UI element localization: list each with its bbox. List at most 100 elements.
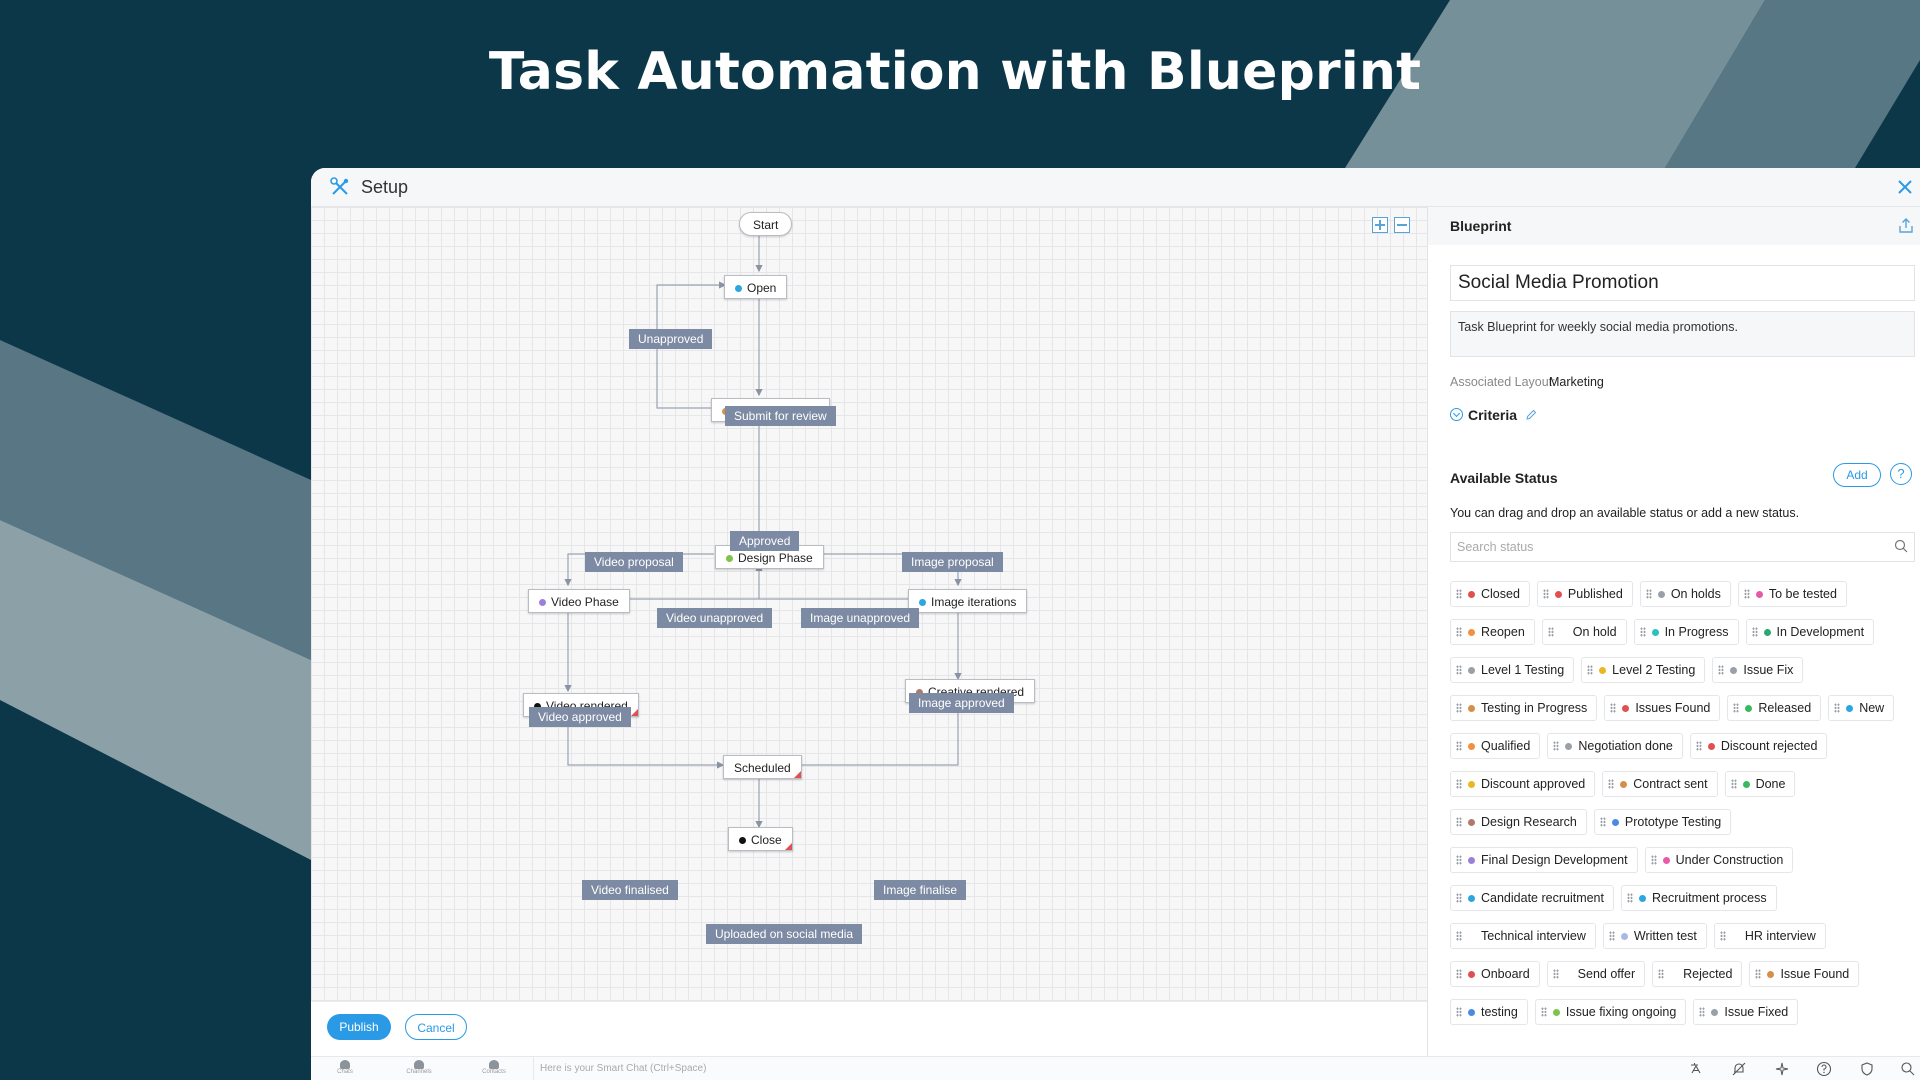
drag-handle-icon[interactable]: [1542, 589, 1549, 599]
publish-button[interactable]: Publish: [327, 1014, 391, 1040]
help-icon[interactable]: ?: [1890, 463, 1912, 485]
shield-icon[interactable]: [1859, 1061, 1875, 1077]
status-chip[interactable]: On holds: [1639, 581, 1731, 607]
status-chip[interactable]: Negotiation done: [1547, 733, 1683, 759]
drag-handle-icon[interactable]: [1743, 589, 1750, 599]
transition-iappr[interactable]: Image approved: [909, 693, 1014, 713]
drag-handle-icon[interactable]: [1553, 741, 1560, 751]
status-chip[interactable]: On hold: [1541, 619, 1627, 645]
status-chip[interactable]: Onboard: [1450, 961, 1540, 987]
status-chip[interactable]: Under Construction: [1644, 847, 1794, 873]
search-status-input[interactable]: [1450, 532, 1915, 562]
drag-handle-icon[interactable]: [1608, 931, 1615, 941]
status-chip[interactable]: Discount approved: [1450, 771, 1596, 797]
transition-iprop[interactable]: Image proposal: [902, 552, 1003, 572]
status-chip[interactable]: In Development: [1745, 619, 1875, 645]
status-chip[interactable]: Qualified: [1450, 733, 1541, 759]
status-chip[interactable]: Final Design Development: [1450, 847, 1638, 873]
sparkle-icon[interactable]: [1774, 1061, 1790, 1077]
status-chip[interactable]: Contract sent: [1602, 771, 1718, 797]
zoom-out-button[interactable]: [1394, 217, 1410, 233]
drag-handle-icon[interactable]: [1456, 931, 1462, 941]
transition-unapproved[interactable]: Unapproved: [629, 329, 713, 349]
pencil-icon[interactable]: [1525, 409, 1537, 421]
status-chip[interactable]: HR interview: [1713, 923, 1826, 949]
export-icon[interactable]: [1897, 217, 1915, 235]
drag-handle-icon[interactable]: [1755, 969, 1762, 979]
status-chip[interactable]: To be tested: [1737, 581, 1847, 607]
status-chip[interactable]: Published: [1536, 581, 1633, 607]
transition-vappr[interactable]: Video approved: [529, 707, 631, 727]
drag-handle-icon[interactable]: [1456, 627, 1462, 637]
transition-upload[interactable]: Uploaded on social media: [706, 924, 863, 944]
drag-handle-icon[interactable]: [1834, 703, 1841, 713]
drag-handle-icon[interactable]: [1540, 1007, 1547, 1017]
status-chip[interactable]: Reopen: [1450, 619, 1535, 645]
drag-handle-icon[interactable]: [1639, 627, 1646, 637]
drag-handle-icon[interactable]: [1552, 969, 1559, 979]
drag-handle-icon[interactable]: [1650, 855, 1657, 865]
status-chip[interactable]: Issues Found: [1604, 695, 1721, 721]
drag-handle-icon[interactable]: [1645, 589, 1652, 599]
status-chip[interactable]: Candidate recruitment: [1450, 885, 1614, 911]
zoom-search-icon[interactable]: [1900, 1061, 1916, 1077]
status-node-video[interactable]: Video Phase: [528, 589, 630, 613]
status-chip[interactable]: Recruitment process: [1620, 885, 1777, 911]
drag-handle-icon[interactable]: [1456, 893, 1462, 903]
drag-handle-icon[interactable]: [1456, 817, 1462, 827]
drag-handle-icon[interactable]: [1456, 969, 1462, 979]
status-chip[interactable]: Issue Found: [1749, 961, 1860, 987]
status-chip[interactable]: Send offer: [1546, 961, 1646, 987]
transition-ifin[interactable]: Image finalise: [874, 880, 967, 900]
criteria-toggle[interactable]: Criteria: [1450, 407, 1537, 423]
transition-vprop[interactable]: Video proposal: [585, 552, 683, 572]
transition-approved[interactable]: Approved: [730, 531, 800, 551]
add-status-button[interactable]: Add: [1833, 463, 1881, 487]
drag-handle-icon[interactable]: [1733, 703, 1740, 713]
drag-handle-icon[interactable]: [1751, 627, 1758, 637]
status-chip[interactable]: Technical interview: [1450, 923, 1596, 949]
drag-handle-icon[interactable]: [1599, 817, 1606, 827]
status-chip[interactable]: In Progress: [1633, 619, 1739, 645]
taskbar-chats[interactable]: Chats: [325, 1060, 365, 1075]
question-icon[interactable]: [1816, 1061, 1832, 1077]
status-chip[interactable]: Testing in Progress: [1450, 695, 1598, 721]
drag-handle-icon[interactable]: [1695, 741, 1702, 751]
cancel-button[interactable]: Cancel: [405, 1014, 467, 1040]
status-chip[interactable]: Level 2 Testing: [1581, 657, 1706, 683]
translate-icon[interactable]: [1689, 1061, 1705, 1077]
transition-iunap[interactable]: Image unapproved: [801, 608, 920, 628]
drag-handle-icon[interactable]: [1719, 931, 1726, 941]
drag-handle-icon[interactable]: [1456, 779, 1462, 789]
status-node-start[interactable]: Start: [739, 212, 793, 236]
drag-handle-icon[interactable]: [1587, 665, 1594, 675]
status-chip[interactable]: Issue Fix: [1712, 657, 1804, 683]
taskbar-contacts[interactable]: Contacts: [474, 1060, 514, 1075]
mute-bell-icon[interactable]: [1731, 1061, 1747, 1077]
blueprint-canvas[interactable]: StartOpenContent ReviewDesign PhaseVideo…: [311, 207, 1427, 1001]
drag-handle-icon[interactable]: [1718, 665, 1725, 675]
status-node-close[interactable]: Close: [728, 827, 793, 851]
status-chip[interactable]: Issue Fixed: [1693, 999, 1799, 1025]
drag-handle-icon[interactable]: [1456, 741, 1462, 751]
status-chip[interactable]: Written test: [1602, 923, 1707, 949]
status-chip[interactable]: Level 1 Testing: [1450, 657, 1575, 683]
drag-handle-icon[interactable]: [1456, 1007, 1462, 1017]
zoom-in-button[interactable]: [1372, 217, 1388, 233]
drag-handle-icon[interactable]: [1456, 665, 1462, 675]
status-chip[interactable]: Prototype Testing: [1593, 809, 1732, 835]
drag-handle-icon[interactable]: [1658, 969, 1665, 979]
status-chip[interactable]: Discount rejected: [1689, 733, 1828, 759]
drag-handle-icon[interactable]: [1456, 703, 1462, 713]
drag-handle-icon[interactable]: [1547, 627, 1554, 637]
drag-handle-icon[interactable]: [1699, 1007, 1706, 1017]
status-chip[interactable]: Rejected: [1652, 961, 1743, 987]
status-node-image[interactable]: Image iterations: [908, 589, 1028, 613]
status-chip[interactable]: New: [1828, 695, 1895, 721]
taskbar-channels[interactable]: Channels: [399, 1060, 439, 1075]
drag-handle-icon[interactable]: [1730, 779, 1737, 789]
blueprint-description-input[interactable]: Task Blueprint for weekly social media p…: [1450, 311, 1915, 357]
transition-vfin[interactable]: Video finalised: [582, 880, 678, 900]
status-node-open[interactable]: Open: [724, 275, 788, 299]
transition-vunap[interactable]: Video unapproved: [657, 608, 773, 628]
